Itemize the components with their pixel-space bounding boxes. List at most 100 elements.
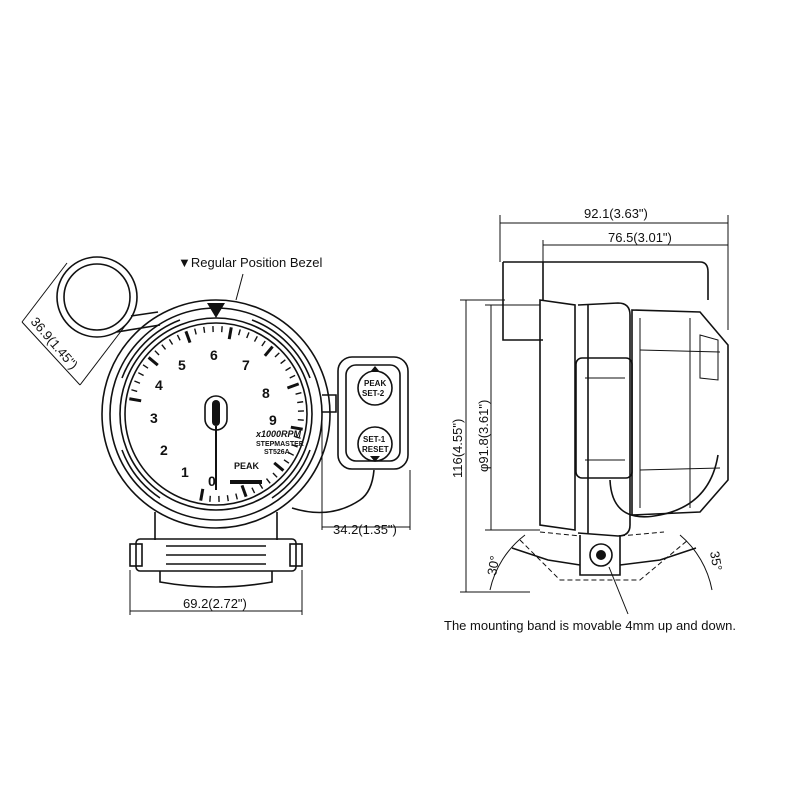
minor-tick bbox=[246, 332, 250, 339]
bezel-notch-right bbox=[251, 319, 311, 379]
stand-bolt-center bbox=[596, 550, 606, 560]
major-tick bbox=[227, 327, 233, 340]
rear-panel bbox=[699, 334, 719, 381]
major-tick bbox=[129, 397, 142, 403]
major-tick bbox=[240, 484, 248, 498]
minor-tick bbox=[142, 364, 149, 369]
set1-reset-button[interactable] bbox=[357, 426, 393, 462]
stand-bolt bbox=[589, 543, 613, 567]
rear-rib-2 bbox=[639, 467, 721, 471]
angle-front-label: 35° bbox=[707, 550, 725, 572]
minor-tick bbox=[261, 340, 266, 347]
minor-tick bbox=[154, 350, 160, 356]
major-tick bbox=[290, 425, 303, 431]
stand-base-left bbox=[511, 547, 581, 566]
minor-tick bbox=[291, 444, 298, 448]
dial-brand: STEPMASTER bbox=[256, 441, 304, 448]
minor-tick bbox=[283, 459, 290, 464]
minor-tick bbox=[294, 435, 301, 439]
dial-number-3: 3 bbox=[150, 410, 158, 426]
dial-ticks bbox=[129, 326, 304, 502]
dial-model: ST526A bbox=[264, 449, 290, 456]
bezel-leader bbox=[235, 273, 244, 301]
shade-arm bbox=[116, 324, 161, 333]
dial-number-8: 8 bbox=[262, 385, 270, 401]
bezel-notch-bl bbox=[121, 449, 161, 499]
bezel-side bbox=[539, 299, 576, 531]
bezel-notch-br bbox=[271, 449, 311, 499]
minor-tick bbox=[280, 359, 286, 365]
dial-number-5: 5 bbox=[178, 357, 186, 373]
gauge-outer-ring bbox=[101, 299, 331, 529]
body-front bbox=[577, 302, 631, 537]
major-tick bbox=[263, 345, 274, 357]
minor-tick bbox=[235, 493, 238, 500]
tilt-outline bbox=[519, 539, 689, 581]
total-depth-label: 92.1(3.63") bbox=[584, 206, 648, 221]
down-arrow-icon bbox=[370, 456, 380, 462]
dial-number-2: 2 bbox=[160, 442, 168, 458]
switch-offset-label: 34.2(1.35") bbox=[333, 522, 397, 537]
btn-bottom-line1: SET-1 bbox=[363, 435, 386, 444]
minor-tick bbox=[134, 380, 141, 384]
angle-arc-back bbox=[489, 534, 526, 591]
btn-top-line1: PEAK bbox=[364, 379, 386, 388]
rear-rib-1 bbox=[639, 349, 721, 353]
shade-arm-2 bbox=[130, 311, 159, 317]
dial-number-6: 6 bbox=[210, 347, 218, 363]
minor-tick bbox=[176, 334, 181, 341]
side-cable bbox=[609, 454, 719, 518]
body-depth-label: 76.5(3.01") bbox=[608, 230, 672, 245]
minor-tick bbox=[137, 372, 144, 377]
minor-tick bbox=[161, 344, 167, 350]
total-height-label: 116(4.55") bbox=[450, 419, 465, 478]
btn-top-line2: SET-2 bbox=[362, 389, 385, 398]
peak-set2-button[interactable] bbox=[357, 370, 393, 406]
minor-tick bbox=[285, 366, 291, 372]
body-diameter-label: φ91.8(3.61") bbox=[476, 400, 491, 472]
minor-tick bbox=[203, 326, 206, 333]
minor-tick bbox=[237, 329, 241, 336]
dial-peak-label: PEAK bbox=[234, 461, 260, 471]
note-leader bbox=[608, 566, 629, 615]
shade-dim-line bbox=[21, 262, 68, 323]
front-view: ▼Regular Position Bezel 36.9(1.45") 0 1 … bbox=[21, 255, 411, 615]
minor-tick bbox=[226, 495, 229, 502]
shade-outer bbox=[56, 256, 138, 338]
dial-number-9: 9 bbox=[269, 412, 277, 428]
minor-tick bbox=[295, 392, 302, 395]
switch-box bbox=[322, 356, 409, 470]
dial-number-0: 0 bbox=[208, 473, 216, 489]
dial-unit: x1000RPM bbox=[255, 429, 302, 439]
front-bracket bbox=[129, 512, 303, 588]
shade-top bbox=[503, 261, 709, 300]
btn-bottom-line2: RESET bbox=[362, 445, 389, 454]
minor-tick bbox=[274, 352, 280, 358]
dial-number-1: 1 bbox=[181, 464, 189, 480]
dial-number-4: 4 bbox=[155, 377, 163, 393]
side-view: 92.1(3.63") 76.5(3.01") 3 bbox=[444, 206, 736, 633]
minor-tick bbox=[258, 483, 264, 489]
shade-inner bbox=[63, 263, 131, 331]
gauge-dial-edge bbox=[124, 322, 308, 506]
major-tick bbox=[286, 382, 300, 390]
rear-housing bbox=[631, 309, 729, 516]
angle-arc-front bbox=[679, 534, 713, 591]
shade-diameter-label: 36.9(1.45") bbox=[28, 314, 81, 372]
minor-tick bbox=[131, 389, 138, 393]
major-tick bbox=[147, 356, 159, 367]
dial-number-7: 7 bbox=[242, 357, 250, 373]
stand-post bbox=[579, 535, 621, 576]
major-tick bbox=[184, 330, 192, 344]
bezel-notch-left bbox=[121, 319, 181, 379]
up-arrow-icon bbox=[370, 366, 380, 372]
major-tick bbox=[199, 488, 205, 501]
minor-tick bbox=[265, 478, 271, 484]
minor-tick bbox=[272, 472, 278, 478]
bezel-label: ▼Regular Position Bezel bbox=[178, 255, 322, 270]
shade-back bbox=[502, 262, 543, 341]
minor-tick bbox=[289, 374, 296, 379]
mounting-band bbox=[575, 357, 633, 479]
minor-tick bbox=[297, 401, 304, 404]
